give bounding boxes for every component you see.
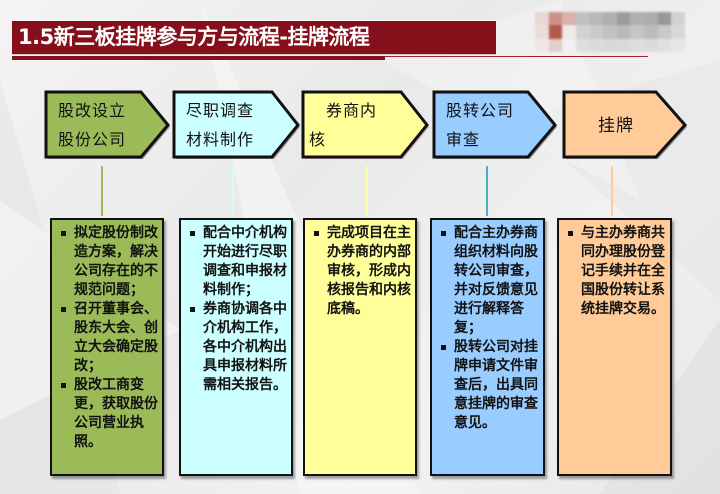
step-2-details: 配合中介机构开始进行尽职调查和申报材料制作； 券商协调各中介机构工作，各中介机构… bbox=[179, 218, 293, 476]
slide-title: 1.5新三板挂牌参与方与流程-挂牌流程 bbox=[12, 20, 496, 54]
step-4-chevron: 股转公司审查 bbox=[432, 90, 558, 160]
step-3-chevron: 券商内核 bbox=[301, 90, 429, 160]
detail-item: 股转公司对挂牌申请文件审查后，出具同意挂牌的审查意见。 bbox=[438, 338, 539, 433]
step-5-chevron: 挂牌 bbox=[562, 90, 688, 160]
detail-item: 完成项目在主办券商的内部审核，形成内核报告和内核底稿。 bbox=[311, 224, 411, 319]
step-5-connector bbox=[611, 166, 613, 216]
step-1-connector bbox=[101, 166, 103, 216]
step-3-connector bbox=[366, 166, 368, 216]
step-4-label: 股转公司审查 bbox=[446, 101, 515, 149]
step-3-label: 券商内核 bbox=[309, 101, 378, 149]
detail-item: 股改工商变更，获取股份公司营业执照。 bbox=[58, 376, 158, 452]
step-5-label: 挂牌 bbox=[598, 116, 634, 136]
step-3-details: 完成项目在主办券商的内部审核，形成内核报告和内核底稿。 bbox=[303, 218, 417, 476]
detail-item: 与主办券商共同办理股份登记手续并在全国股份转让系统挂牌交易。 bbox=[565, 224, 666, 319]
title-underline-accent bbox=[12, 56, 385, 60]
step-1-chevron: 股改设立股份公司 bbox=[44, 90, 170, 160]
chevron-shape bbox=[562, 90, 688, 159]
chevron-shape bbox=[172, 90, 300, 159]
step-2-chevron: 尽职调查材料制作 bbox=[172, 90, 300, 160]
step-4-details: 配合主办券商组织材料向股转公司审查，并对反馈意见进行解释答复； 股转公司对挂牌申… bbox=[430, 218, 545, 476]
chevron-shape bbox=[432, 90, 557, 159]
step-1-details: 拟定股份制改造方案，解决公司存在的不规范问题； 召开董事会、股东大会、创立大会确… bbox=[50, 218, 164, 476]
step-2-label: 尽职调查材料制作 bbox=[186, 101, 255, 149]
detail-item: 召开董事会、股东大会、创立大会确定股改； bbox=[58, 300, 158, 376]
step-2-connector bbox=[232, 166, 234, 216]
detail-item: 配合主办券商组织材料向股转公司审查，并对反馈意见进行解释答复； bbox=[438, 224, 539, 338]
step-4-connector bbox=[486, 166, 488, 216]
step-5-details: 与主办券商共同办理股份登记手续并在全国股份转让系统挂牌交易。 bbox=[557, 218, 672, 476]
chevron-shape bbox=[301, 90, 429, 159]
blurred-logo bbox=[535, 12, 685, 52]
detail-item: 配合中介机构开始进行尽职调查和申报材料制作； bbox=[187, 224, 287, 300]
step-1-label: 股改设立股份公司 bbox=[58, 101, 127, 149]
detail-item: 券商协调各中介机构工作，各中介机构出具申报材料所需相关报告。 bbox=[187, 300, 287, 395]
detail-item: 拟定股份制改造方案，解决公司存在的不规范问题； bbox=[58, 224, 158, 300]
chevron-shape bbox=[44, 90, 170, 159]
